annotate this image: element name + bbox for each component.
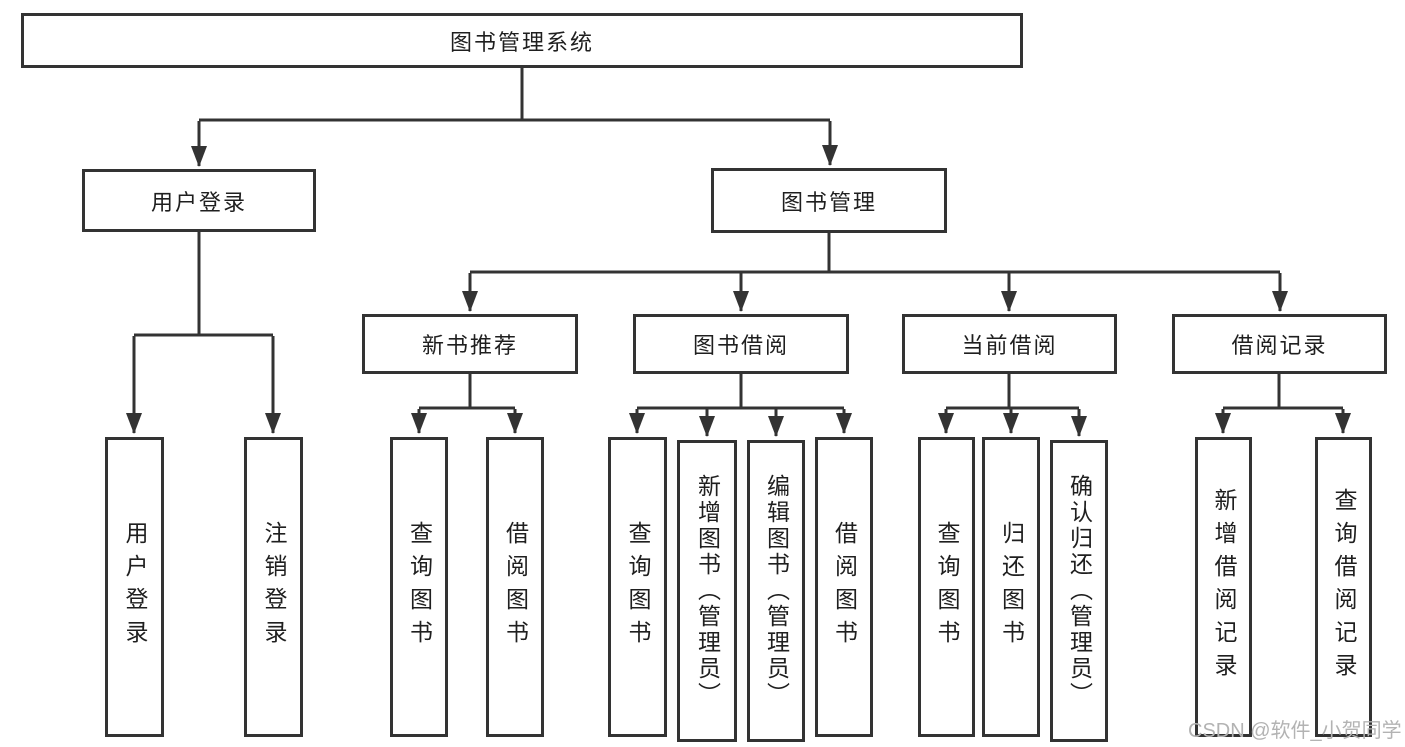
leaf-query-books-current-label: 查询图书 <box>934 521 960 653</box>
leaf-query-books-recommend-label: 查询图书 <box>406 521 433 653</box>
current-borrowing-branch-line <box>946 374 1079 410</box>
leaf-return-books-label: 归还图书 <box>998 521 1025 653</box>
leaf-query-books-borrowing-label: 查询图书 <box>625 521 651 653</box>
leaf-user-login: 用户登录 <box>105 437 164 737</box>
node-user-login: 用户登录 <box>82 169 316 232</box>
user-login-branch-line <box>134 232 273 337</box>
node-root: 图书管理系统 <box>21 13 1023 68</box>
leaf-query-books-borrowing: 查询图书 <box>608 437 667 737</box>
node-book-borrowing-label: 图书借阅 <box>692 333 789 358</box>
leaf-edit-book-admin: 编辑图书（管理员） <box>747 440 805 742</box>
node-user-login-label: 用户登录 <box>150 189 247 215</box>
node-current-borrowing-label: 当前借阅 <box>961 333 1058 358</box>
leaf-borrow-books-recommend-label: 借阅图书 <box>502 521 529 653</box>
leaf-query-books-current: 查询图书 <box>918 437 975 737</box>
watermark: CSDN @软件_小贺同学 <box>1188 720 1402 742</box>
recommendation-branch-line <box>419 374 515 410</box>
node-book-management-label: 图书管理 <box>780 189 877 215</box>
leaf-borrow-books-borrowing-label: 借阅图书 <box>831 521 858 653</box>
leaf-add-borrow-record-label: 新增借阅记录 <box>1211 488 1237 686</box>
records-branch-line <box>1223 374 1343 410</box>
leaf-confirm-return-admin: 确认归还（管理员） <box>1050 440 1108 742</box>
leaf-logout: 注销登录 <box>244 437 303 737</box>
leaf-user-login-label: 用户登录 <box>122 521 148 653</box>
leaf-return-books: 归还图书 <box>982 437 1040 737</box>
leaf-borrow-books-recommend: 借阅图书 <box>486 437 544 737</box>
root-branch-line <box>199 68 830 122</box>
node-root-label: 图书管理系统 <box>449 29 594 55</box>
node-book-borrowing: 图书借阅 <box>633 314 849 374</box>
node-borrowing-records: 借阅记录 <box>1172 314 1387 374</box>
leaf-add-borrow-record: 新增借阅记录 <box>1195 437 1252 737</box>
leaf-add-book-admin-label: 新增图书（管理员） <box>694 474 721 708</box>
leaf-query-books-recommend: 查询图书 <box>390 437 448 737</box>
node-new-book-recommendation: 新书推荐 <box>362 314 578 374</box>
leaf-query-borrow-record-label: 查询借阅记录 <box>1331 488 1357 686</box>
node-current-borrowing: 当前借阅 <box>902 314 1117 374</box>
book-management-branch-line <box>470 233 1280 274</box>
leaf-query-borrow-record: 查询借阅记录 <box>1315 437 1372 737</box>
node-book-management: 图书管理 <box>711 168 947 233</box>
leaf-add-book-admin: 新增图书（管理员） <box>677 440 737 742</box>
leaf-edit-book-admin-label: 编辑图书（管理员） <box>763 474 790 708</box>
node-borrowing-records-label: 借阅记录 <box>1231 333 1328 358</box>
leaf-borrow-books-borrowing: 借阅图书 <box>815 437 873 737</box>
leaf-confirm-return-admin-label: 确认归还（管理员） <box>1066 474 1093 708</box>
leaf-logout-label: 注销登录 <box>261 521 287 653</box>
node-new-book-recommendation-label: 新书推荐 <box>421 333 518 358</box>
borrowing-branch-line <box>637 374 844 410</box>
